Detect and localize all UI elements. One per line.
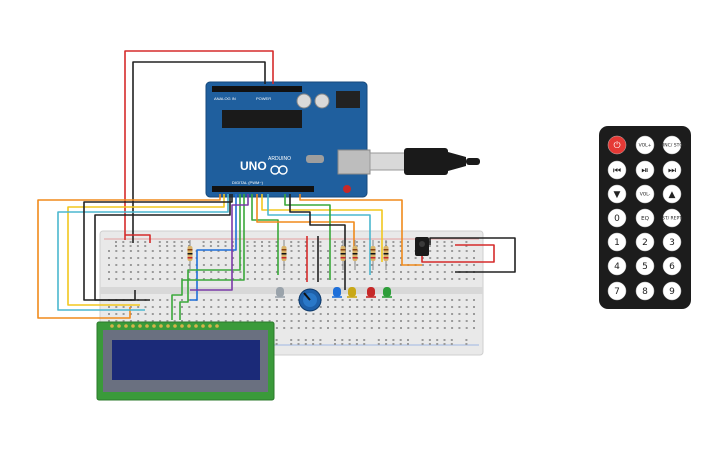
remote-button-label: 8 [642, 287, 648, 297]
led[interactable] [332, 287, 342, 298]
remote-button-label: 4 [614, 262, 620, 272]
power-header-label: POWER [256, 96, 271, 101]
remote-button-0[interactable]: 0 [607, 208, 627, 228]
wires [37, 50, 516, 320]
board-brand-label: ARDUINO [268, 156, 291, 162]
resistor [370, 240, 376, 270]
remote-button-label: ST/ REPT [662, 216, 682, 222]
microcontroller-chip [222, 110, 302, 128]
led[interactable] [347, 287, 357, 298]
usb-port [337, 149, 371, 175]
power-jack [336, 91, 360, 108]
resistor [187, 240, 193, 270]
resistor [340, 240, 346, 270]
digital-header-label: DIGITAL (PWM~) [232, 180, 264, 185]
lcd-display[interactable] [96, 321, 275, 401]
resistor [352, 240, 358, 270]
remote-button-st-rept[interactable]: ST/ REPT [662, 208, 682, 228]
remote-button-label: ▲ [669, 190, 676, 200]
capacitor [314, 93, 330, 109]
remote-button-label: 0 [614, 214, 620, 224]
remote-button-label: 1 [614, 238, 620, 248]
remote-button-label: VOL- [640, 192, 651, 198]
skip-forward-icon[interactable]: ⏭ [662, 160, 682, 180]
remote-button-label: 9 [669, 287, 675, 297]
remote-button-label: VOL+ [639, 143, 652, 149]
lcd-pins [110, 324, 219, 328]
arduino-uno-board[interactable]: UNO ARDUINO DIGITAL (PWM~) ANALOG IN POW… [205, 81, 371, 198]
remote-button-label: 5 [642, 262, 648, 272]
led[interactable] [366, 287, 376, 298]
remote-button-label: ⏭ [668, 166, 676, 176]
led[interactable] [275, 287, 285, 298]
remote-button-1[interactable]: 1 [607, 232, 627, 252]
resistor [383, 240, 389, 270]
remote-button-2[interactable]: 2 [635, 232, 655, 252]
remote-button-label: 2 [642, 238, 648, 248]
remote-button-grid: ⏻ VOL+ FUNC/ STOP ⏮ ⏯ ⏭ ▼ VOL- ▲ 0 EQ ST/ REPT 1 2 3 4 5… [607, 135, 686, 301]
skip-back-icon[interactable]: ⏮ [607, 160, 627, 180]
capacitor [296, 93, 312, 109]
infinity-logo [270, 165, 288, 175]
arrow-up-icon[interactable]: ▲ [662, 184, 682, 204]
arrow-down-icon[interactable]: ▼ [607, 184, 627, 204]
remote-button-label: ⏮ [613, 166, 621, 176]
power-icon[interactable]: ⏻ [607, 135, 627, 155]
remote-button-func-stop[interactable]: FUNC/ STOP [658, 135, 686, 155]
remote-button-5[interactable]: 5 [635, 256, 655, 276]
lcd-screen [112, 340, 260, 380]
remote-button-9[interactable]: 9 [662, 281, 682, 301]
analog-header-label: ANALOG IN [214, 96, 236, 101]
crystal [306, 155, 324, 163]
remote-button-label: 3 [669, 238, 675, 248]
reset-button[interactable] [343, 185, 351, 193]
remote-button-vol-down[interactable]: VOL- [635, 184, 655, 204]
remote-button-label: 6 [669, 262, 675, 272]
ir-remote[interactable]: ⏻ VOL+ FUNC/ STOP ⏮ ⏯ ⏭ ▼ VOL- ▲ 0 EQ ST/ REPT 1 2 3 4 5… [599, 126, 691, 309]
remote-button-eq[interactable]: EQ [635, 208, 655, 228]
potentiometer[interactable] [298, 288, 322, 312]
remote-button-7[interactable]: 7 [607, 281, 627, 301]
led[interactable] [382, 287, 392, 298]
remote-button-label: ⏻ [613, 140, 620, 151]
remote-button-label: FUNC/ STOP [658, 143, 685, 149]
resistors [187, 240, 389, 270]
remote-button-8[interactable]: 8 [635, 281, 655, 301]
remote-button-vol-up[interactable]: VOL+ [635, 135, 655, 155]
play-pause-icon[interactable]: ⏯ [635, 160, 655, 180]
remote-button-label: ⏯ [641, 166, 648, 176]
remote-button-6[interactable]: 6 [662, 256, 682, 276]
usb-cable [369, 148, 480, 175]
ir-receiver[interactable] [415, 237, 429, 256]
board-model-label: UNO [240, 159, 267, 173]
remote-button-label: 7 [614, 287, 620, 297]
remote-button-3[interactable]: 3 [662, 232, 682, 252]
resistor [281, 240, 287, 270]
remote-button-label: EQ [641, 216, 649, 222]
remote-button-4[interactable]: 4 [607, 256, 627, 276]
leds [275, 287, 392, 298]
remote-button-label: ▼ [614, 190, 621, 200]
